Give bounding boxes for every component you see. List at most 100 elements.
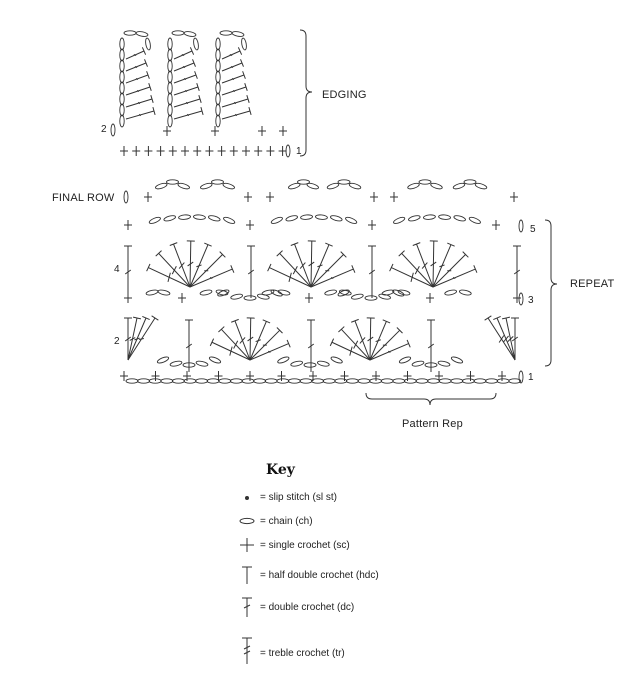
- repeat-chart: [120, 214, 524, 384]
- treble-crochet-mark: [351, 318, 371, 361]
- chain-mark: [270, 289, 283, 297]
- single-crochet-mark: [211, 126, 219, 136]
- single-crochet-mark: [435, 371, 443, 381]
- key-item-single-crochet: = single crochet (sc): [236, 534, 350, 556]
- treble-crochet-mark: [189, 242, 212, 288]
- treble-crochet-mark: [310, 265, 356, 288]
- chain-mark: [223, 216, 236, 224]
- single-crochet-mark: [214, 371, 223, 381]
- top-bar: [132, 316, 142, 320]
- chain-mark: [171, 378, 185, 384]
- treble-crochet-mark: [249, 327, 283, 361]
- treble-crochet-mark: [124, 317, 132, 360]
- chain-mark: [485, 378, 499, 384]
- chain-mark: [398, 356, 412, 364]
- top-bar: [200, 107, 204, 115]
- chain-mark: [156, 356, 170, 364]
- chain-mark: [392, 289, 405, 297]
- key-title: Key: [266, 462, 295, 478]
- cross-bar: [178, 262, 185, 269]
- single-crochet-mark: [120, 146, 128, 156]
- top-bar: [484, 315, 492, 321]
- chain-mark: [199, 289, 213, 296]
- cross-bar: [229, 346, 233, 356]
- brackets: [299, 29, 558, 406]
- top-bar: [267, 263, 272, 272]
- double-crochet-mark: [368, 245, 376, 298]
- chain-mark: [211, 179, 224, 185]
- cross-bar: [247, 336, 254, 342]
- chain-mark: [437, 360, 451, 367]
- row-start-chain: [285, 144, 291, 158]
- treble-crochet-mark: [310, 242, 333, 288]
- slip-stitch-icon: [236, 486, 258, 508]
- cross-bar: [513, 269, 521, 275]
- cross-bar: [209, 276, 213, 280]
- double-crochet-mark: [125, 47, 147, 60]
- chain-mark: [167, 103, 173, 117]
- row-2-number: 2: [114, 336, 120, 347]
- single-crochet-icon: [236, 534, 258, 556]
- single-crochet-mark: [168, 146, 177, 156]
- chain-mark: [241, 378, 255, 384]
- top-bar: [192, 59, 196, 67]
- top-bar: [340, 251, 347, 258]
- cross-bar: [439, 264, 445, 268]
- treble-crochet-mark: [369, 339, 411, 361]
- cross-bar: [181, 53, 185, 57]
- cross-bar: [375, 339, 381, 343]
- double-crochet-mark: [125, 107, 156, 120]
- top-bar: [462, 251, 469, 258]
- single-crochet-mark: [277, 371, 286, 381]
- chain-mark: [123, 30, 137, 36]
- cross-bar: [229, 53, 233, 57]
- row-start-chain: [110, 123, 116, 137]
- chain-mark: [177, 182, 190, 190]
- treble-crochet-mark: [338, 326, 371, 361]
- cross-bar: [430, 261, 437, 267]
- top-bar: [196, 83, 200, 91]
- pattern-rep-label: Pattern Rep: [402, 418, 463, 430]
- chain-mark: [324, 289, 337, 296]
- chain-mark: [322, 378, 336, 384]
- single-crochet-mark: [229, 146, 238, 156]
- treble-crochet-mark: [127, 315, 159, 361]
- chain-mark: [222, 182, 235, 190]
- treble-crochet-mark: [218, 326, 251, 361]
- treble-crochet-mark: [307, 240, 316, 288]
- cross-bar: [171, 266, 177, 275]
- single-crochet-mark: [390, 192, 398, 202]
- row-start-chain: [518, 370, 524, 384]
- chain-mark: [276, 378, 290, 384]
- cross-bar: [353, 340, 359, 349]
- cross-bar: [133, 53, 137, 57]
- cross-bar: [330, 276, 334, 280]
- cross-bar: [135, 77, 139, 81]
- cross-bar: [129, 337, 136, 341]
- single-crochet-mark: [246, 220, 254, 230]
- chain-mark: [215, 70, 221, 84]
- treble-crochet-mark: [276, 250, 312, 288]
- cross-bar: [388, 350, 391, 353]
- top-bar: [231, 318, 239, 323]
- chain-mark: [145, 37, 151, 51]
- chain-mark: [463, 179, 477, 185]
- chain-mark: [403, 378, 417, 384]
- chain-mark: [315, 214, 328, 220]
- cross-bar: [137, 101, 141, 105]
- chain-mark: [411, 360, 425, 367]
- single-crochet-mark: [266, 192, 274, 202]
- chain-mark: [330, 215, 343, 222]
- chain-mark: [287, 378, 301, 384]
- single-crochet-mark: [132, 146, 141, 156]
- chain-mark: [160, 378, 174, 384]
- chain-mark: [277, 289, 291, 296]
- edging-row-2-number: 2: [101, 124, 107, 135]
- single-crochet-mark: [466, 371, 475, 381]
- single-crochet-mark: [403, 371, 412, 381]
- cross-bar: [349, 346, 353, 356]
- top-bar: [325, 242, 333, 247]
- double-crochet-mark: [125, 83, 152, 96]
- chain-mark: [299, 378, 313, 384]
